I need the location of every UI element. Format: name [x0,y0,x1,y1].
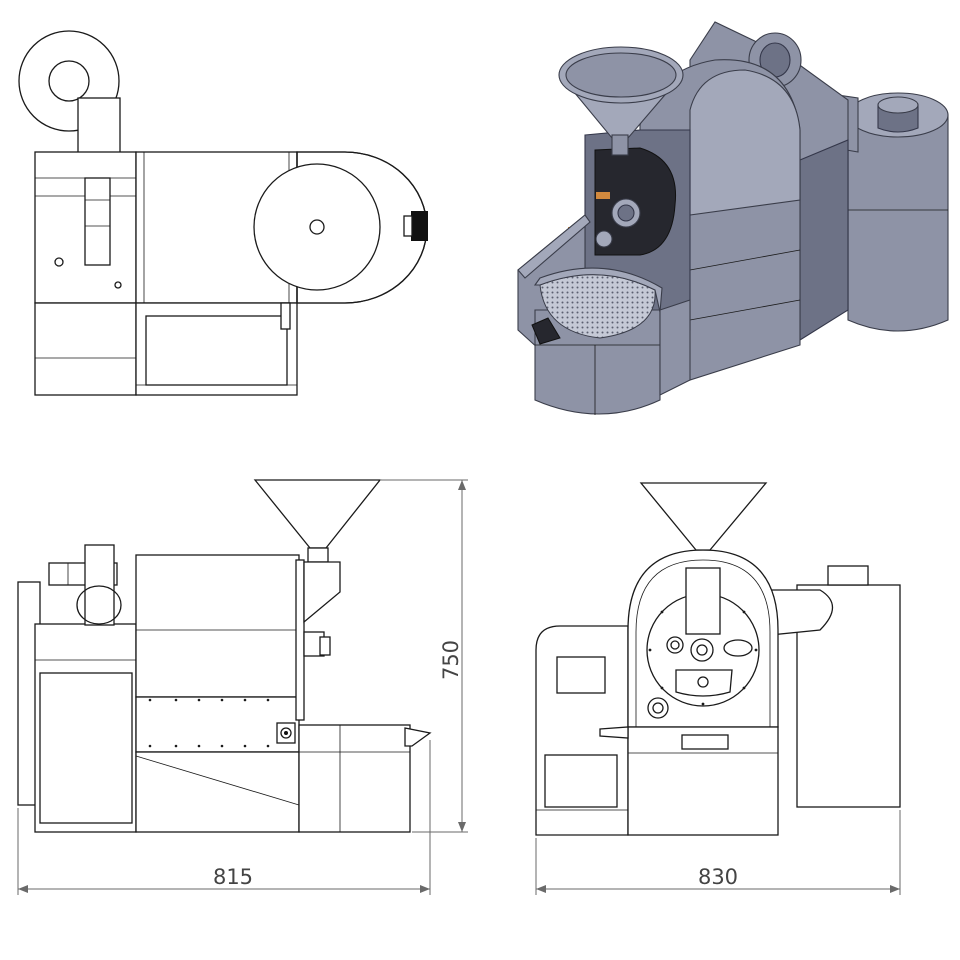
side-width-dimension-label: 815 [213,865,253,889]
isometric-view [517,21,949,415]
dimension-height: 750 [380,479,468,833]
front-width-dimension-label: 830 [698,865,738,889]
front-view [535,482,901,836]
side-view [17,479,432,833]
dimension-side-width: 815 [17,740,431,895]
height-dimension-label: 750 [439,640,463,680]
dimension-front-width: 830 [535,810,901,895]
top-view [18,30,428,396]
